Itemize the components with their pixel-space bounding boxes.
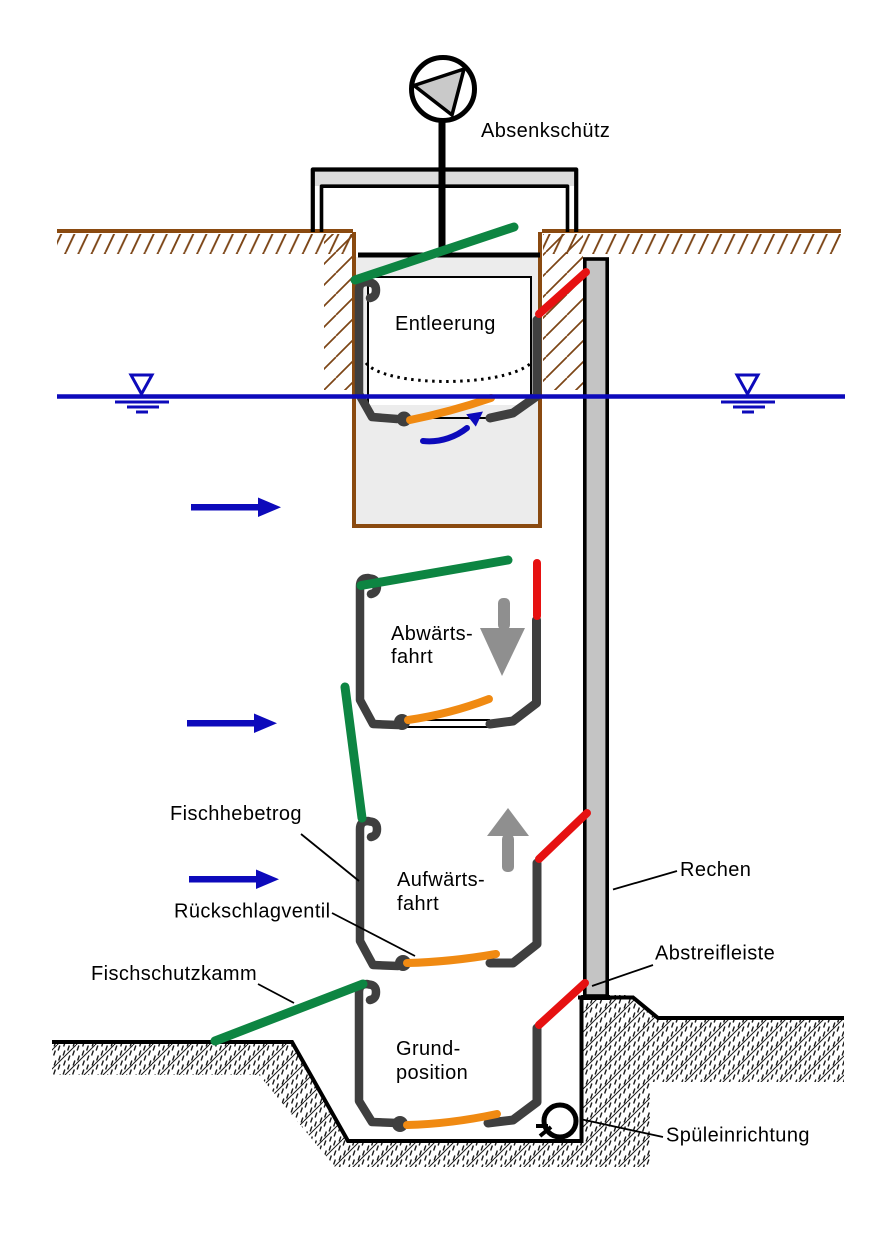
svg-text:Aufwärts-: Aufwärts- xyxy=(397,869,485,891)
svg-text:Rückschlagventil: Rückschlagventil xyxy=(174,901,330,923)
svg-text:Abwärts-: Abwärts- xyxy=(391,623,473,645)
svg-text:position: position xyxy=(396,1062,468,1084)
svg-text:Absenkschütz: Absenkschütz xyxy=(481,120,610,142)
svg-text:Fischhebetrog: Fischhebetrog xyxy=(170,803,302,825)
svg-text:Abstreifleiste: Abstreifleiste xyxy=(655,943,775,965)
svg-text:Grund-: Grund- xyxy=(396,1038,461,1060)
svg-text:Rechen: Rechen xyxy=(680,859,751,881)
svg-text:Fischschutzkamm: Fischschutzkamm xyxy=(91,963,257,985)
svg-text:Entleerung: Entleerung xyxy=(395,313,496,335)
svg-text:fahrt: fahrt xyxy=(391,646,433,668)
svg-text:Spüleinrichtung: Spüleinrichtung xyxy=(666,1125,810,1147)
svg-text:fahrt: fahrt xyxy=(397,893,439,915)
